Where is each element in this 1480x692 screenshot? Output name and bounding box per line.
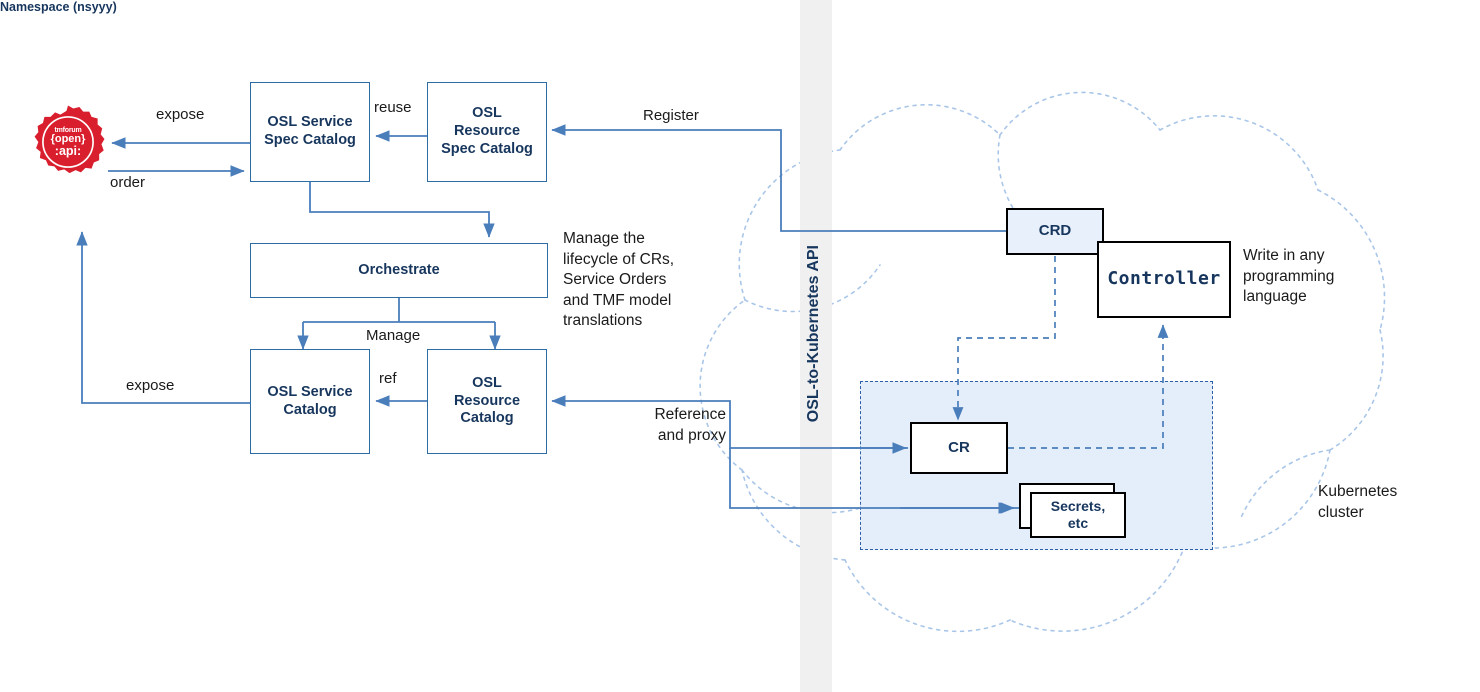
edge-label-expose-top: expose [156,106,205,123]
node-controller[interactable]: Controller [1097,241,1231,318]
node-osl-service-catalog[interactable]: OSL Service Catalog [250,349,370,454]
namespace-label: Namespace (nsyyy) [0,0,117,14]
node-orchestrate[interactable]: Orchestrate [250,243,548,298]
edge-label-order: order [110,174,146,191]
edge-label-expose-bottom: expose [126,377,175,394]
band-label: OSL-to-Kubernetes API [805,245,822,423]
osl-to-kubernetes-api-band [800,0,832,692]
node-osl-resource-catalog[interactable]: OSL Resource Catalog [427,349,547,454]
edge-label-reference-and-proxy: Reference and proxy [654,406,726,444]
annotation-orchestrate-note: Manage the lifecycle of CRs, Service Ord… [563,230,675,330]
edge-label-reuse: reuse [374,99,412,116]
edge-label-register: Register [643,107,699,124]
node-secrets[interactable]: Secrets, etc [1030,492,1126,538]
node-osl-resource-spec-catalog[interactable]: OSL Resource Spec Catalog [427,82,547,182]
seal-shape [34,105,105,174]
edge-label-manage: Manage [363,327,424,344]
edge-label-ref: ref [376,370,400,387]
node-cr[interactable]: CR [910,422,1008,474]
tmforum-open-api-logo: tmforum {open} :api: [30,104,106,180]
node-osl-service-spec-catalog[interactable]: OSL Service Spec Catalog [250,82,370,182]
annotation-controller-note: Write in any programming language [1243,247,1335,306]
node-crd[interactable]: CRD [1006,208,1104,255]
annotation-cluster-label: Kubernetes cluster [1318,483,1398,521]
